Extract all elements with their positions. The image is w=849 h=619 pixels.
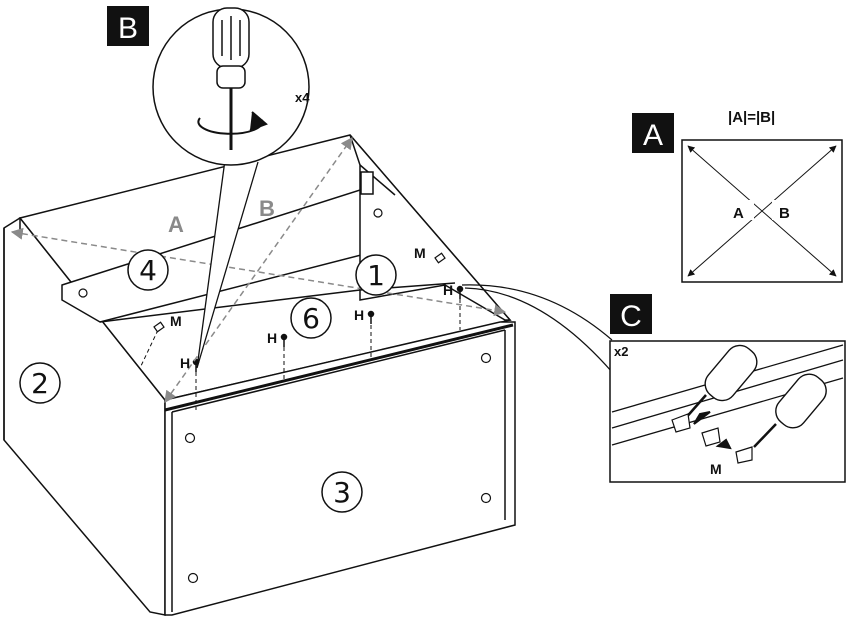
- inset-b: x4: [152, 7, 310, 369]
- screwdriver-icon: [212, 7, 250, 150]
- panel-number-2: 2: [19, 362, 61, 404]
- svg-text:B: B: [118, 12, 138, 45]
- inset-a: A B |A|=|B|: [681, 109, 843, 283]
- svg-text:A: A: [643, 119, 663, 152]
- inset-b-multiplier: x4: [295, 90, 310, 105]
- screw-head: [187, 572, 199, 584]
- inset-a-equation: |A|=|B|: [728, 109, 775, 126]
- screw-head: [78, 288, 88, 298]
- svg-text:C: C: [620, 300, 642, 333]
- inset-a-diag-a: A: [733, 205, 744, 222]
- svg-text:6: 6: [302, 302, 320, 335]
- badge-b: B: [107, 6, 149, 46]
- arrow-icon: [693, 411, 732, 450]
- panel-number-4: 4: [127, 249, 169, 291]
- screw-head: [480, 352, 492, 364]
- diag-label-b: B: [259, 196, 275, 221]
- part-label-h: H: [443, 282, 453, 298]
- panel-number-6: 6: [290, 297, 332, 339]
- screw-head: [480, 492, 492, 504]
- badge-a: A: [632, 113, 674, 153]
- part-label-h: H: [267, 330, 277, 346]
- svg-text:1: 1: [367, 259, 385, 292]
- rotate-arrow-icon: [197, 111, 268, 135]
- panel-number-3: 3: [321, 471, 363, 513]
- badge-c: C: [610, 294, 652, 334]
- diagonal-b: [164, 137, 353, 403]
- svg-text:4: 4: [139, 254, 157, 287]
- inset-c-part-m: M: [710, 461, 722, 477]
- diagonal-a: [10, 227, 507, 317]
- front-panel-screws: [78, 208, 492, 584]
- screw-head: [373, 208, 383, 218]
- screw-head: [184, 432, 196, 444]
- part-label-h: H: [180, 355, 190, 371]
- part-label-m-right: M: [414, 245, 426, 261]
- m-clip-icon: [671, 413, 753, 464]
- inset-a-diag-b: B: [779, 205, 790, 222]
- m-clip-icon: [153, 321, 165, 333]
- part-label-h: H: [354, 307, 364, 323]
- inset-c-multiplier: x2: [614, 344, 628, 359]
- part-label-m-left: M: [170, 313, 182, 329]
- diag-label-a: A: [168, 212, 184, 237]
- inset-c: x2 M: [461, 284, 846, 483]
- svg-text:3: 3: [333, 476, 351, 509]
- svg-text:2: 2: [31, 367, 49, 400]
- panel-number-1: 1: [355, 254, 397, 296]
- diagonal-measures: [10, 137, 507, 403]
